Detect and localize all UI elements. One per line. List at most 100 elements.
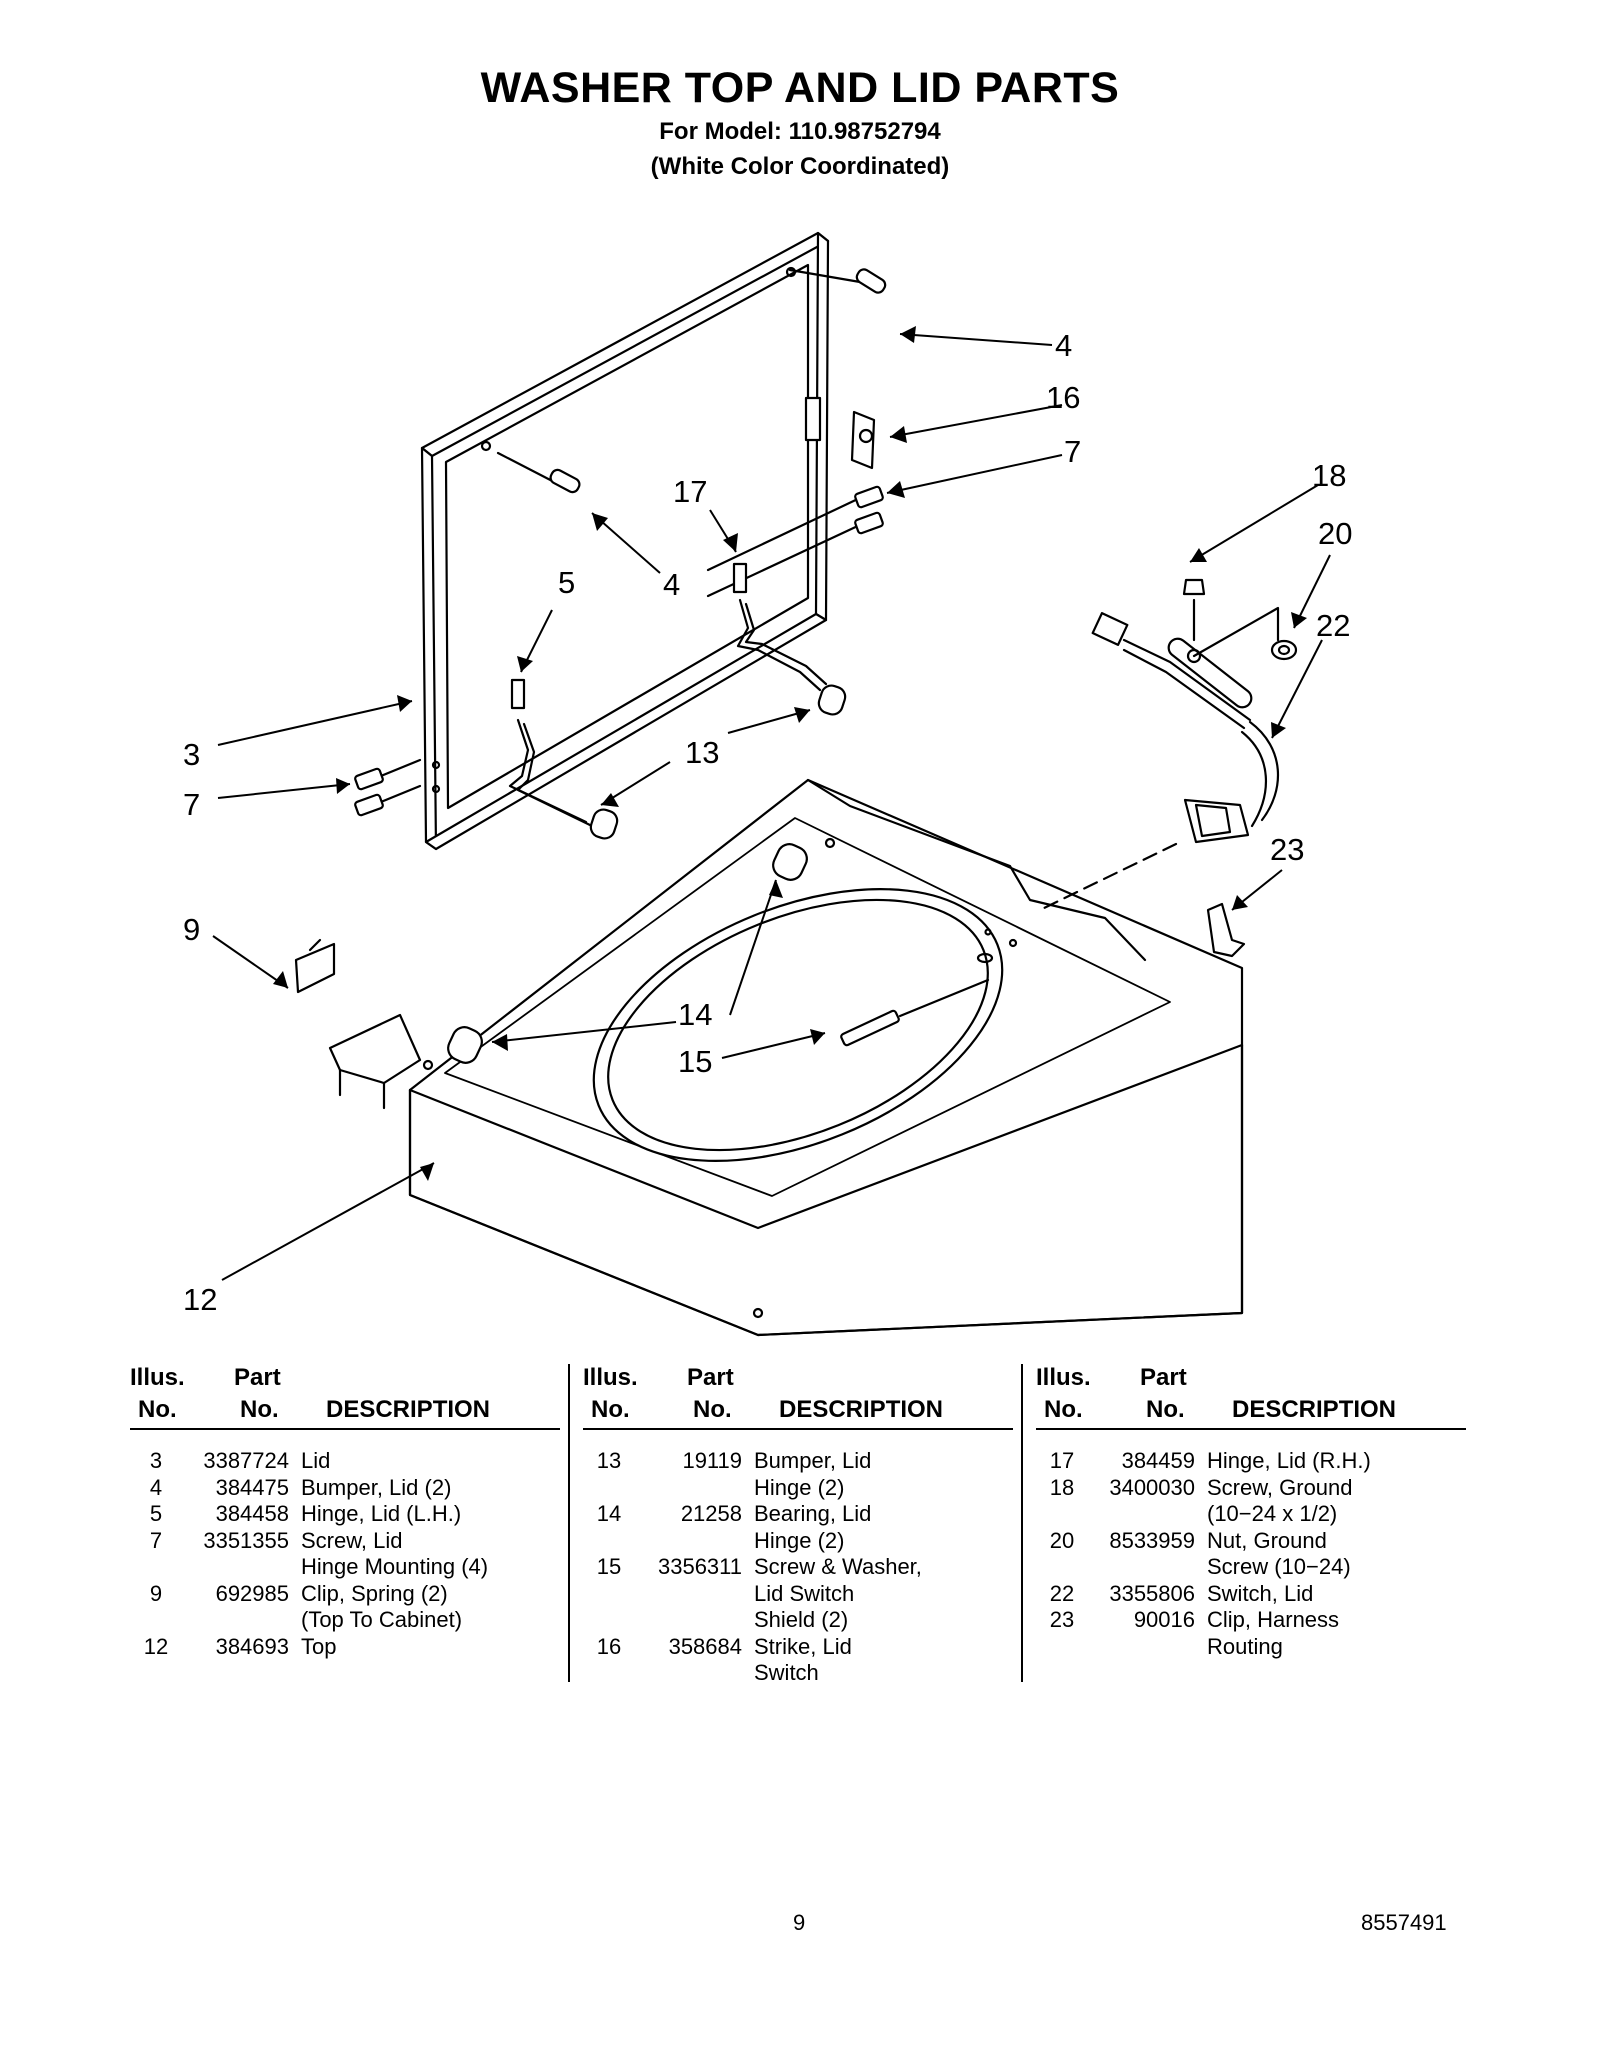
callout-number: 7 (183, 787, 200, 822)
exploded-parts-diagram: 4 16 7 17 5 4 3 7 13 18 20 22 23 9 14 15… (183, 231, 1352, 1337)
column-divider (1021, 1364, 1023, 1682)
illus-header: No. (1044, 1396, 1083, 1423)
part-description: Screw, Ground (10−24 x 1/2) (1207, 1474, 1353, 1527)
part-number: 3356311 (657, 1554, 742, 1579)
callout-number: 15 (678, 1044, 712, 1079)
illus-number: 23 (1049, 1607, 1075, 1632)
description-header: DESCRIPTION (779, 1396, 944, 1423)
lid-frame (420, 231, 830, 851)
parts-list-header: Illus. No. Part No. DESCRIPTION (1036, 1364, 1466, 1430)
callout-number: 3 (183, 737, 200, 772)
part-description: Bumper, Lid (2) (301, 1474, 452, 1500)
page-number: 9 (793, 1910, 806, 1935)
part-number: 358684 (668, 1633, 742, 1659)
description-header: DESCRIPTION (1232, 1396, 1397, 1423)
part-header: No. (693, 1396, 732, 1423)
illus-number: 14 (596, 1501, 622, 1526)
table-row: 23 90016 Clip, Harness Routing (1036, 1607, 1466, 1660)
parts-list-header: Illus. No. Part No. DESCRIPTION (130, 1364, 560, 1430)
part-number: 19119 (682, 1448, 742, 1473)
callout-number: 20 (1318, 516, 1352, 551)
shield-screw (840, 978, 990, 1047)
illus-number: 12 (143, 1633, 169, 1659)
callout-number: 22 (1316, 608, 1350, 643)
page-title: WASHER TOP AND LID PARTS (480, 64, 1120, 112)
callout-number: 13 (685, 735, 719, 770)
illus-number: 16 (596, 1633, 622, 1659)
illus-number: 9 (149, 1580, 163, 1606)
lid-strike (804, 396, 876, 470)
illus-header: No. (138, 1396, 177, 1423)
part-header: No. (240, 1396, 279, 1423)
spring-clip (294, 938, 336, 994)
illus-header: No. (591, 1396, 630, 1423)
callout-number: 7 (1064, 434, 1081, 469)
harness-clip (1206, 902, 1246, 958)
part-description: Lid (301, 1448, 331, 1473)
part-description: Clip, Harness Routing (1207, 1607, 1340, 1659)
callout-number: 18 (1312, 458, 1346, 493)
part-description: Screw, Lid Hinge Mounting (4) (301, 1527, 489, 1580)
illus-number: 5 (149, 1501, 163, 1526)
lid-hinges (508, 562, 847, 840)
part-number: 90016 (1133, 1607, 1195, 1632)
illus-header: Illus. (1036, 1364, 1091, 1391)
part-number: 3355806 (1109, 1580, 1195, 1606)
part-description: Switch, Lid (1207, 1580, 1314, 1606)
part-number: 384475 (215, 1474, 289, 1500)
illus-header: Illus. (583, 1364, 638, 1391)
part-description: Hinge, Lid (L.H.) (301, 1501, 462, 1526)
hinge-screws (354, 485, 884, 817)
callout-number: 9 (183, 912, 200, 947)
illus-number: 13 (596, 1448, 622, 1473)
part-number: 21258 (680, 1501, 742, 1526)
table-row: 5 384458 Hinge, Lid (L.H.) (130, 1501, 560, 1528)
callout-number: 14 (678, 997, 712, 1032)
document-number: 8557491 (1361, 1910, 1447, 1935)
description-header: DESCRIPTION (326, 1396, 491, 1423)
part-header: Part (1140, 1364, 1187, 1391)
part-header: Part (234, 1364, 281, 1391)
model-number: For Model: 110.98752794 (659, 118, 941, 145)
parts-list-column-2: Illus. No. Part No. DESCRIPTION 13 19119 B… (583, 1364, 1013, 1687)
lid-bumpers (496, 268, 887, 494)
part-description: Bumper, Lid Hinge (2) (754, 1448, 872, 1500)
illus-header: Illus. (130, 1364, 185, 1391)
color-coordination: (White Color Coordinated) (650, 153, 950, 180)
part-description: Nut, Ground Screw (10−24) (1207, 1527, 1351, 1580)
callout-number: 16 (1046, 380, 1080, 415)
hinge-bearings (422, 837, 836, 1071)
illus-number: 18 (1049, 1474, 1075, 1500)
illus-number: 22 (1049, 1580, 1075, 1606)
table-row: 16 358684 Strike, Lid Switch (583, 1634, 1013, 1687)
callout-number: 4 (1055, 328, 1072, 363)
illus-number: 15 (596, 1554, 622, 1579)
table-row: 13 19119 Bumper, Lid Hinge (2) (583, 1448, 1013, 1501)
part-number: 3387724 (203, 1448, 289, 1473)
illus-number: 20 (1049, 1527, 1075, 1553)
part-description: Hinge, Lid (R.H.) (1207, 1448, 1371, 1473)
column-divider (568, 1364, 570, 1682)
part-number: 3351355 (203, 1527, 289, 1553)
part-number: 384458 (215, 1501, 289, 1526)
part-header: Part (687, 1364, 734, 1391)
part-description: Strike, Lid Switch (754, 1633, 852, 1686)
illus-number: 17 (1049, 1448, 1075, 1473)
part-description: Clip, Spring (2) (Top To Cabinet) (301, 1580, 463, 1633)
parts-list-header: Illus. No. Part No. DESCRIPTION (583, 1364, 1013, 1430)
callout-number: 5 (558, 565, 575, 600)
